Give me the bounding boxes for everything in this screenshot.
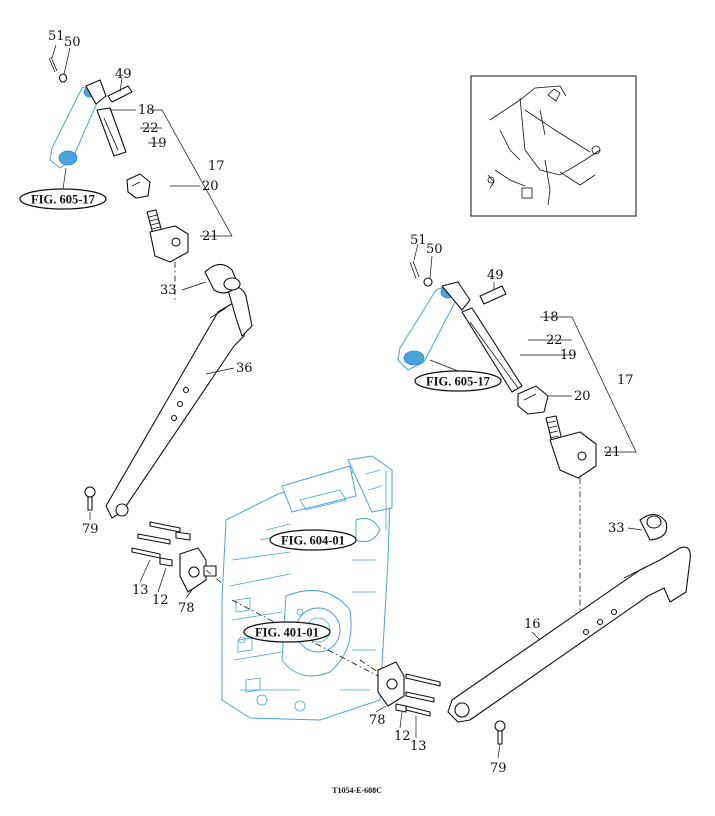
callout-49-left: 49	[115, 67, 132, 82]
fig-ref-center-top[interactable]: FIG. 604-01	[269, 529, 357, 551]
callout-21-left: 21	[202, 229, 219, 244]
fig-ref-right-label: FIG. 605-17	[426, 375, 490, 389]
callouts-lower: 79 13 12 78 33 16 78 12 13 79	[82, 521, 625, 776]
callout-78-left: 78	[178, 601, 195, 616]
callout-18-left: 18	[138, 103, 155, 118]
callout-78-right: 78	[369, 713, 386, 728]
drawing-code: T1054-E-608C	[332, 786, 382, 795]
left-bracket-hardware	[131, 521, 231, 593]
right-clevis-21	[549, 431, 597, 479]
right-bolt-79	[494, 720, 506, 745]
callout-51-right: 51	[410, 233, 427, 248]
callout-18-right: 18	[542, 310, 559, 325]
left-lift-rod-assembly	[48, 56, 233, 300]
left-clevis-21	[149, 225, 189, 263]
callout-12-right: 12	[394, 729, 411, 744]
overview-inset	[470, 75, 637, 217]
left-bolt-79	[84, 486, 96, 511]
left-lever-bore	[58, 150, 78, 166]
right-rod-19	[461, 307, 523, 393]
callout-51-left: 51	[48, 29, 65, 44]
callout-17-right: 17	[617, 373, 634, 388]
fig-ref-right[interactable]: FIG. 605-17	[414, 359, 502, 392]
left-lower-link-36	[105, 263, 253, 519]
right-clip-20	[517, 385, 549, 415]
right-pin-49	[479, 285, 507, 305]
left-rod-19	[96, 107, 127, 157]
callout-22-left: 22	[142, 121, 159, 136]
callout-33-left: 33	[160, 283, 177, 298]
callout-49-right: 49	[487, 268, 504, 283]
callout-50-left: 50	[64, 35, 81, 50]
callout-33-right: 33	[608, 521, 625, 536]
callout-19-left: 19	[150, 136, 167, 151]
right-lift-rod-assembly	[397, 260, 637, 612]
fig-ref-center-mid[interactable]: FIG. 401-01	[243, 621, 331, 643]
center-housing	[221, 455, 393, 721]
callout-13-left: 13	[132, 583, 149, 598]
right-lower-link-16	[447, 546, 691, 723]
right-bracket-hardware	[231, 599, 441, 717]
leader-lines	[51, 44, 643, 759]
callout-17-left: 17	[208, 159, 225, 174]
callouts-upper-left: 51 50 49 18 22 19 17 20 21 33 36	[48, 29, 253, 376]
callout-16: 16	[524, 617, 541, 632]
right-lever-bore	[403, 350, 425, 366]
callout-22-right: 22	[546, 333, 563, 348]
left-pin-49	[107, 85, 133, 103]
callout-12-left: 12	[152, 593, 169, 608]
callout-36: 36	[236, 361, 253, 376]
callout-20-left: 20	[202, 179, 219, 194]
callouts-right-upper: 51 50 49 18 22 19 17 20 21	[410, 233, 634, 460]
fig-ref-center-mid-label: FIG. 401-01	[255, 626, 319, 640]
callout-13-right: 13	[410, 739, 427, 754]
callout-20-right: 20	[574, 389, 591, 404]
callout-79-right: 79	[490, 761, 507, 776]
right-cup-33	[639, 513, 668, 541]
callout-21-right: 21	[604, 445, 621, 460]
callout-79-left: 79	[82, 522, 99, 537]
callout-19-right: 19	[560, 348, 577, 363]
callout-50-right: 50	[426, 242, 443, 257]
left-clip-20	[126, 173, 151, 199]
fig-ref-left-label: FIG. 605-17	[31, 193, 95, 207]
fig-ref-left[interactable]: FIG. 605-17	[19, 167, 107, 210]
fig-ref-center-top-label: FIG. 604-01	[281, 534, 345, 548]
